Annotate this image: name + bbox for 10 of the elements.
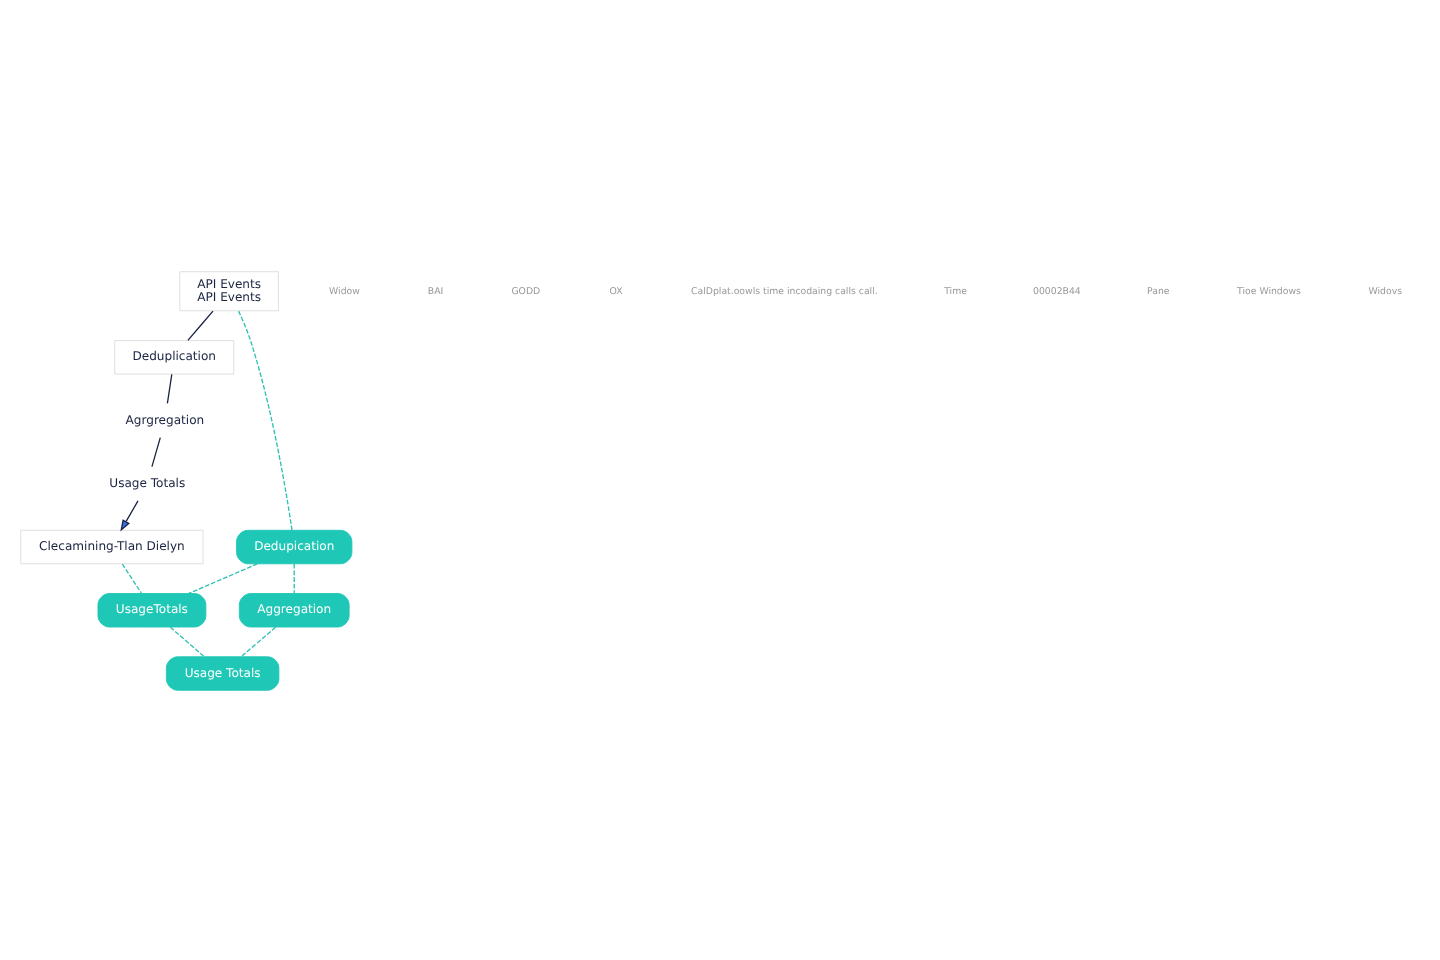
connector [188, 562, 258, 594]
connector [151, 435, 161, 467]
connector [187, 309, 214, 341]
arrow [120, 499, 139, 531]
connector [169, 625, 205, 657]
connector [240, 625, 277, 657]
connector [121, 562, 142, 593]
connector [166, 372, 173, 404]
connector [293, 562, 295, 593]
connector [237, 309, 293, 530]
